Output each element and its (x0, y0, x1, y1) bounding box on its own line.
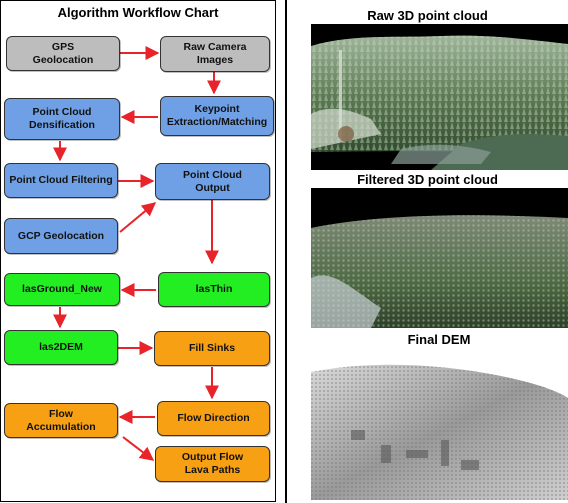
filtered-point-cloud-title: Filtered 3D point cloud (357, 172, 498, 187)
final-dem-image (311, 350, 568, 500)
node-fill-sinks: Fill Sinks (154, 331, 270, 366)
arrow-gcp-to-output (119, 202, 157, 233)
node-raw-camera-images: Raw Camera Images (160, 36, 270, 72)
flowchart-arrows (53, 46, 221, 461)
filtered-point-cloud-image (311, 188, 568, 328)
node-las2dem: las2DEM (4, 330, 118, 365)
node-keypoint-extraction: Keypoint Extraction/Matching (160, 96, 274, 136)
node-lasground-new: lasGround_New (4, 273, 120, 306)
node-lasthin: lasThin (158, 272, 270, 307)
panel-divider (285, 0, 287, 503)
node-gcp-geolocation: GCP Geolocation (4, 218, 118, 254)
node-flow-direction: Flow Direction (157, 401, 270, 436)
node-output-flow-lava-paths: Output Flow Lava Paths (155, 446, 270, 482)
final-dem-title: Final DEM (407, 332, 471, 347)
raw-point-cloud-title: Raw 3D point cloud (367, 8, 488, 23)
node-gps-geolocation: GPS Geolocation (6, 36, 120, 71)
node-flow-accumulation: Flow Accumulation (4, 403, 118, 438)
node-pc-filtering: Point Cloud Filtering (4, 163, 118, 198)
node-pc-output: Point Cloud Output (155, 163, 270, 200)
node-pc-densification: Point Cloud Densification (4, 98, 120, 140)
raw-point-cloud-image (311, 24, 568, 170)
arrow-accumulation-to-output (122, 436, 155, 461)
flowchart-title: Algorithm Workflow Chart (57, 5, 219, 20)
